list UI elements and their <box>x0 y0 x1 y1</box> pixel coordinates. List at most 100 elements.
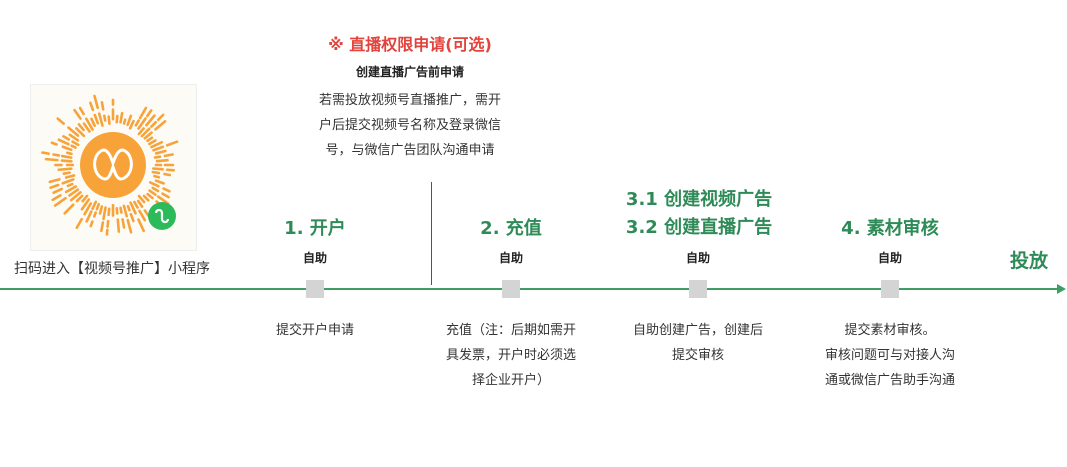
qr-ray-mark <box>163 153 174 158</box>
qr-ray-mark <box>134 119 140 127</box>
qr-ray-mark <box>70 144 77 149</box>
optional-desc-line: 户后提交视频号名称及登录微信 <box>318 118 501 133</box>
qr-ray-mark <box>151 170 161 175</box>
qr-ray-mark <box>156 195 170 205</box>
qr-ray-mark <box>126 204 131 212</box>
qr-ray-mark <box>62 135 71 141</box>
qr-ray-mark <box>122 118 127 125</box>
qr-ray-mark <box>163 172 172 177</box>
qr-ray-mark <box>69 191 82 202</box>
butterfly-logo-icon <box>93 148 133 181</box>
qr-ray-mark <box>154 120 167 131</box>
qr-ray-mark <box>57 167 73 172</box>
qr-ray-mark <box>138 209 147 222</box>
qr-ray-mark <box>143 131 153 140</box>
qr-ray-mark <box>41 151 50 155</box>
qr-ray-mark <box>93 113 100 125</box>
qr-ray-mark <box>165 168 176 172</box>
optional-title: ※ 直播权限申请(可选) <box>328 35 492 54</box>
qr-ray-mark <box>67 126 80 137</box>
qr-ray-mark <box>66 151 73 156</box>
vertical-divider <box>431 182 432 285</box>
qr-ray-mark <box>50 141 58 146</box>
qr-ray-mark <box>146 109 153 118</box>
qr-ray-mark <box>151 186 160 193</box>
qr-ray-mark <box>146 192 154 200</box>
step-1-mode: 自助 <box>302 251 327 265</box>
qr-ray-mark <box>75 194 84 203</box>
qr-ray-mark <box>52 187 64 194</box>
qr-ray-mark <box>155 158 169 163</box>
qr-ray-mark <box>161 192 170 199</box>
qr-ray-mark <box>73 108 82 120</box>
qr-ray-mark <box>154 149 167 155</box>
qr-ray-mark <box>98 205 104 215</box>
optional-subtitle: 创建直播广告前申请 <box>355 65 464 79</box>
qr-ray-mark <box>48 178 61 184</box>
qr-ray-mark <box>148 181 160 188</box>
qr-ray-mark <box>150 120 158 128</box>
step-2-node <box>502 280 520 298</box>
qr-ray-mark <box>126 218 133 234</box>
qr-ray-mark <box>121 218 126 229</box>
qr-ray-mark <box>83 202 93 216</box>
qr-ray-mark <box>137 117 147 130</box>
qr-ray-mark <box>57 138 70 146</box>
step-4-title: 4. 素材审核 <box>841 218 939 239</box>
qr-ray-mark <box>137 127 145 136</box>
qr-ray-mark <box>84 117 94 131</box>
qr-ray-mark <box>156 113 165 122</box>
qr-ray-mark <box>146 136 154 143</box>
optional-description: 若需投放视频号直播推广，需开 户后提交视频号名称及登录微信 号，与微信广告团队沟… <box>285 88 535 163</box>
qr-ray-mark <box>107 207 111 217</box>
step-1-node <box>306 280 324 298</box>
qr-ray-mark <box>148 139 157 146</box>
qr-ray-mark <box>97 112 104 127</box>
qr-ray-mark <box>95 202 101 211</box>
qr-ray-mark <box>137 218 145 233</box>
qr-ray-mark <box>126 114 133 127</box>
qr-ray-mark <box>75 127 86 138</box>
step-1-title: 1. 开户 <box>284 218 346 239</box>
qr-ray-mark <box>75 217 83 230</box>
qr-ray-mark <box>140 127 151 138</box>
step-4-mode: 自助 <box>877 251 902 265</box>
qr-ray-mark <box>129 212 135 223</box>
qr-ray-mark <box>100 221 105 233</box>
qr-ray-mark <box>119 111 124 124</box>
step-3-node <box>689 280 707 298</box>
qr-ray-mark <box>68 188 80 197</box>
qr-ray-mark <box>51 194 62 202</box>
qr-ray-mark <box>165 140 179 147</box>
qr-ray-mark <box>64 185 78 194</box>
qr-ray-mark <box>89 101 95 112</box>
qr-ray-mark <box>100 101 105 111</box>
qr-ray-mark <box>145 114 156 127</box>
qr-ray-mark <box>91 200 98 211</box>
qr-ray-mark <box>49 183 60 190</box>
qr-ray-mark <box>152 167 164 171</box>
qr-ray-mark <box>162 187 171 193</box>
step-1-description: 提交开户申请 <box>275 323 354 338</box>
qr-ray-mark <box>138 106 148 120</box>
qr-caption: 扫码进入【视频号推广】小程序 <box>14 261 210 277</box>
timeline-line <box>0 288 1060 290</box>
optional-desc-line: 号，与微信广告团队沟通申请 <box>325 143 495 158</box>
step-4-description: 提交素材审核。 审核问题可与对接人沟 通或微信广告助手沟通 <box>824 323 955 388</box>
qr-ray-mark <box>133 200 139 209</box>
step-2-mode: 自助 <box>498 251 523 265</box>
step-3-description: 自助创建广告，创建后 提交审核 <box>632 323 763 363</box>
qr-ray-mark <box>61 178 75 185</box>
qr-ray-mark <box>56 117 65 125</box>
step-2-title: 2. 充值 <box>480 218 542 239</box>
qr-ray-mark <box>115 114 119 124</box>
qr-ray-mark <box>77 123 85 132</box>
qr-code-graphic <box>41 94 179 236</box>
final-launch-label: 投放 <box>1010 250 1049 272</box>
qr-ray-mark <box>142 194 150 202</box>
qr-ray-mark <box>81 194 89 203</box>
qr-ray-mark <box>129 201 137 215</box>
step-3-title: 3.1 创建视频广告 3.2 创建直播广告 <box>625 189 773 238</box>
mini-program-qr-code[interactable] <box>30 84 197 251</box>
qr-ray-mark <box>150 140 164 149</box>
